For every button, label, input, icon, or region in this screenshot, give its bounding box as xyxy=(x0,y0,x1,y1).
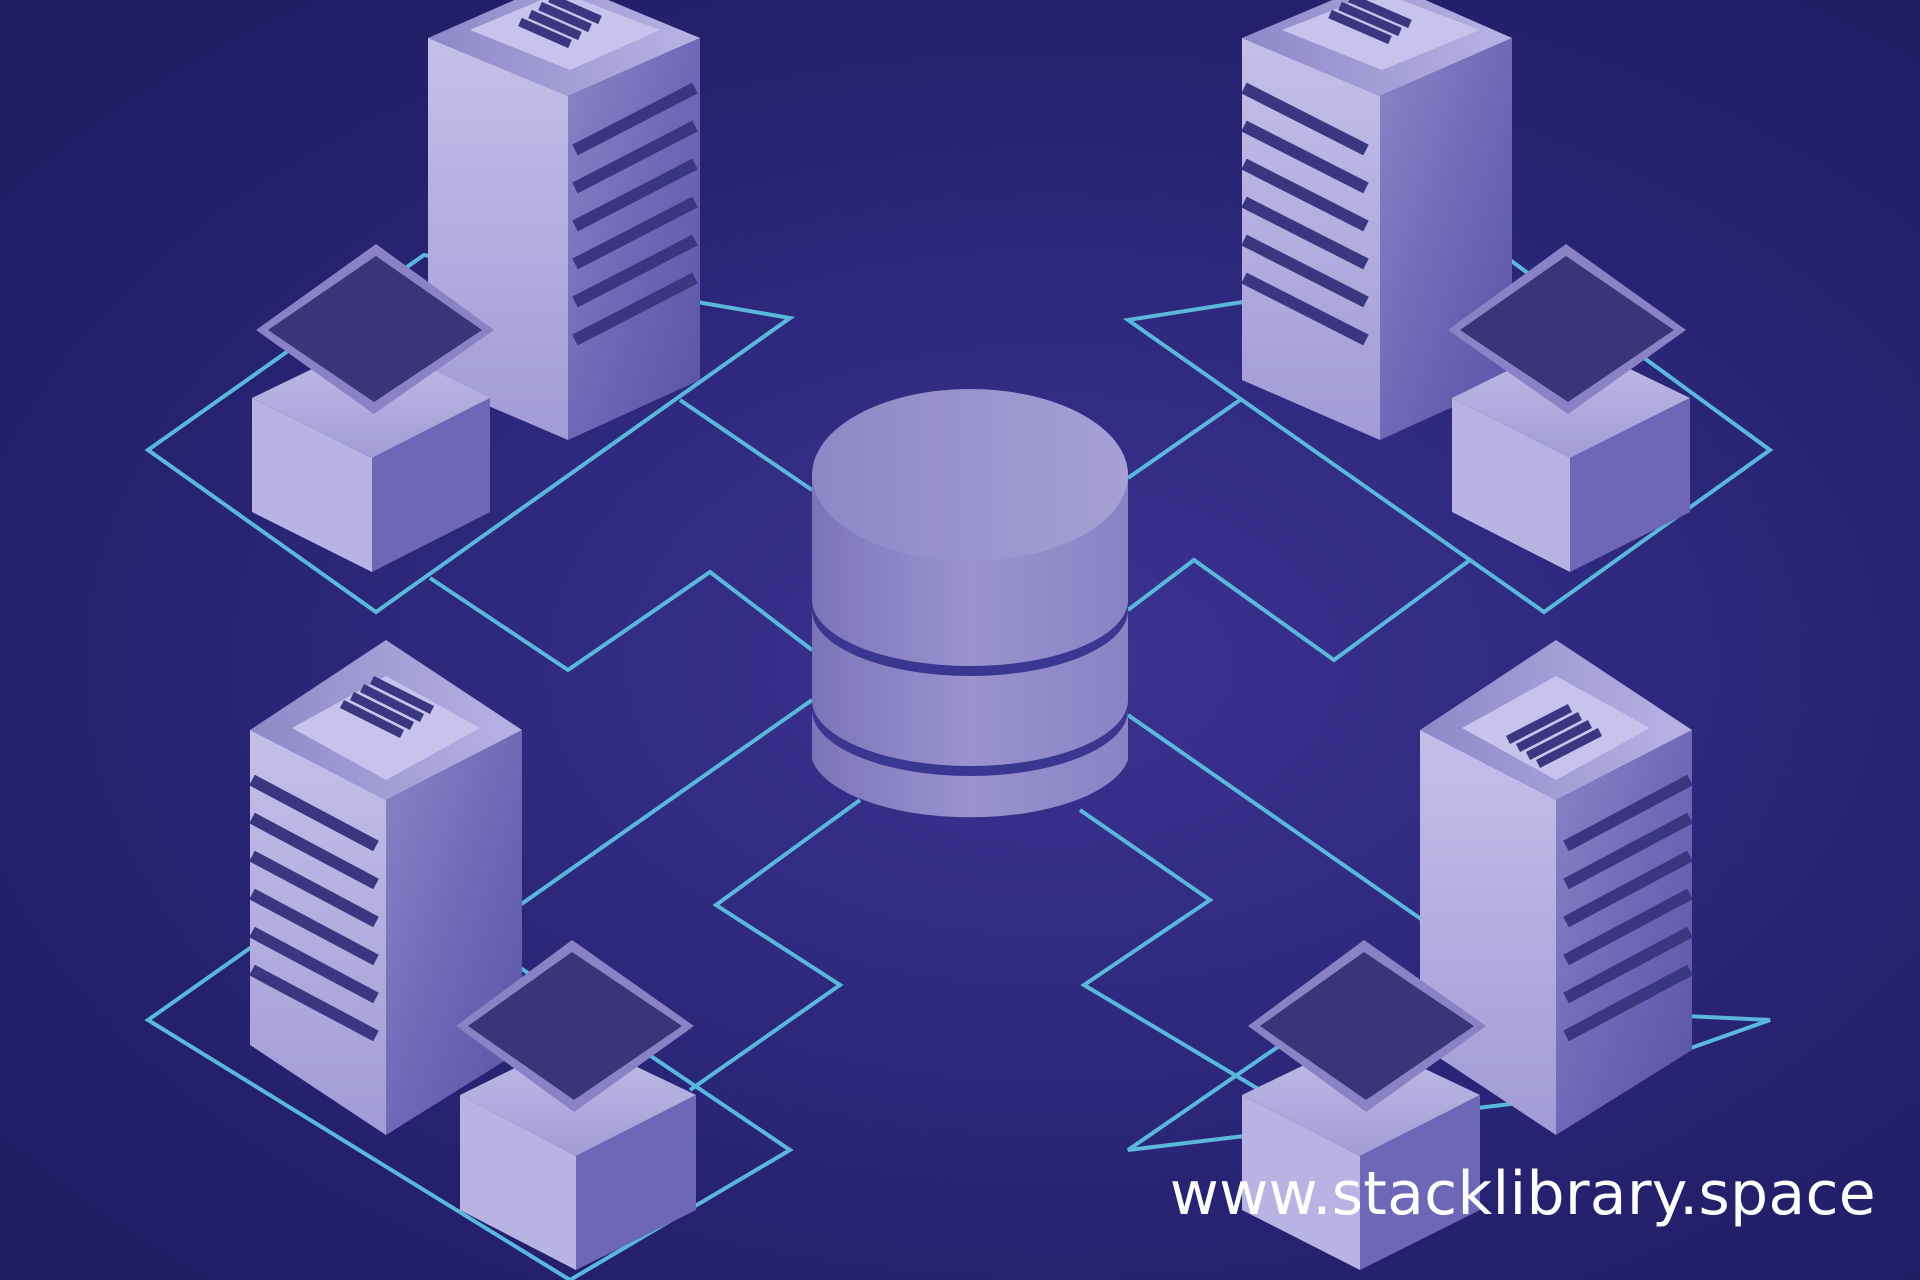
chip-icon xyxy=(1448,244,1690,572)
server-tower-icon xyxy=(1241,0,1512,440)
chip-icon xyxy=(1242,940,1486,1270)
chip-icon xyxy=(252,244,494,572)
database-icon xyxy=(812,389,1128,818)
server-tower-icon xyxy=(428,0,700,440)
chip-icon xyxy=(456,940,696,1270)
server-tower-icon xyxy=(249,640,522,1135)
server-tower-icon xyxy=(1420,640,1693,1135)
watermark-text: www.stacklibrary.space xyxy=(1169,1159,1876,1229)
